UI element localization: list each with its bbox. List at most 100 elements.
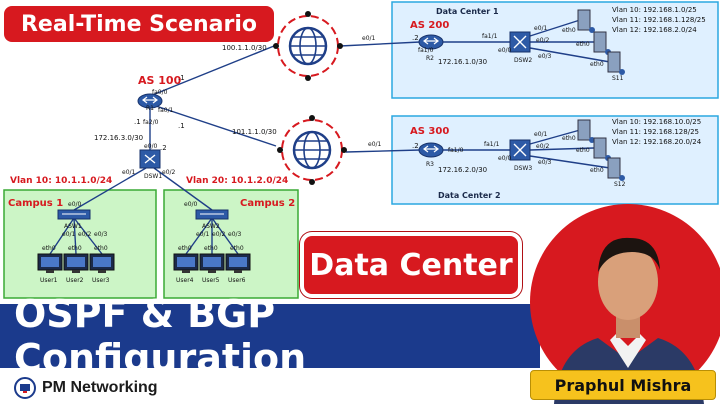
link-r1-internet1: [149, 45, 275, 97]
port-label: e0/2: [536, 143, 550, 150]
port-label: e0/2: [78, 231, 92, 238]
vlan-line: Vlan 10: 192.168.1.0/25: [612, 6, 697, 14]
port-label: e0/1: [122, 169, 136, 176]
link-dsw3-server3: [529, 155, 611, 169]
server-icon: [593, 31, 611, 55]
port-label: e0/3: [538, 159, 552, 166]
port-label: fa0/1: [158, 107, 174, 114]
campus2-title: Campus 2: [240, 198, 295, 209]
link-asw1-user1: [49, 217, 75, 255]
presenter-name-tag: Praphul Mishra: [530, 370, 716, 400]
port-label: e0/0: [498, 155, 512, 162]
vlan10-label: Vlan 10: 10.1.1.0/24: [10, 176, 112, 186]
multilayer-switch-icon: [139, 149, 161, 169]
port-label: e0/1: [196, 231, 210, 238]
host-octet: .2: [412, 142, 419, 150]
port-label: e0/0: [498, 47, 512, 54]
user-label: User2: [66, 277, 84, 284]
port-label: e0/2: [536, 37, 550, 44]
port-label: e0/3: [94, 231, 108, 238]
vlan20-label: Vlan 20: 10.1.2.0/24: [186, 176, 288, 186]
server-icon: [607, 157, 625, 181]
link-dsw3-server1: [529, 129, 581, 145]
brand-name: PM Networking: [42, 379, 158, 396]
brand[interactable]: PM Networking: [14, 376, 158, 400]
port-label: e0/1: [368, 141, 382, 148]
link-subnet-label: 172.16.1.0/30: [438, 58, 487, 66]
port-label: e0/3: [538, 53, 552, 60]
host-octet: .1: [178, 74, 185, 82]
nic-label: eth0: [204, 245, 218, 252]
nic-label: eth0: [230, 245, 244, 252]
port-label: fa0/0: [152, 89, 168, 96]
router-name: R1: [146, 105, 154, 112]
link-subnet-label: 101.1.1.0/30: [232, 128, 277, 136]
campus1-title: Campus 1: [8, 198, 63, 209]
port-label: e0/0: [184, 201, 198, 208]
port-label: e0/2: [162, 169, 176, 176]
dc2-as-label: AS 300: [410, 126, 449, 137]
switch-name: ASW2: [202, 223, 220, 230]
link-asw1-user3: [73, 217, 103, 255]
nic-label: eth0: [178, 245, 192, 252]
topic-banner: Data Center: [300, 232, 522, 298]
switch-name: DSW1: [144, 173, 162, 180]
user-label: User4: [176, 277, 194, 284]
server-icon: [577, 9, 595, 33]
router-icon: [418, 142, 444, 158]
link-asw2-user6: [211, 217, 239, 255]
router-name: R2: [426, 55, 434, 62]
port-label: e0/3: [228, 231, 242, 238]
port-label: e0/1: [534, 131, 548, 138]
links: [49, 19, 611, 255]
server-name: S11: [612, 75, 624, 82]
as100-label: AS 100: [138, 74, 182, 87]
access-switch-icon: [195, 209, 229, 220]
nic-label: eth0: [590, 167, 604, 174]
internet-globe-icon: [273, 11, 343, 81]
link-internet2-r3: [345, 149, 421, 153]
port-label: fa2/0: [143, 119, 159, 126]
nic-label: eth0: [94, 245, 108, 252]
link-internet1-r2: [339, 41, 421, 47]
vlan-line: Vlan 10: 192.168.10.0/25: [612, 118, 701, 126]
nic-label: eth0: [576, 147, 590, 154]
vlan-line: Vlan 12: 192.168.2.0/24: [612, 26, 697, 34]
internet-globe-icon: [277, 115, 347, 185]
link-dsw2-server1: [529, 19, 581, 37]
nic-label: eth0: [576, 41, 590, 48]
port-label: e0/1: [534, 25, 548, 32]
link-dsw3-server2: [529, 147, 595, 151]
campus-1-zone: [3, 189, 157, 299]
switch-name: DSW3: [514, 165, 532, 172]
user-label: User5: [202, 277, 220, 284]
port-label: fa1/0: [448, 147, 464, 154]
port-label: e0/1: [62, 231, 76, 238]
pc-icon: [173, 253, 199, 273]
vlan-line: Vlan 11: 192.168.128/25: [612, 128, 699, 136]
multilayer-switch-icon: [509, 31, 531, 53]
router-name: R3: [426, 161, 434, 168]
host-octet: .1: [134, 118, 141, 126]
pc-icon: [89, 253, 115, 273]
switch-name: ASW1: [64, 223, 82, 230]
switch-name: DSW2: [514, 57, 532, 64]
port-label: e0/0: [68, 201, 82, 208]
nic-label: eth0: [68, 245, 82, 252]
nic-label: eth0: [42, 245, 56, 252]
nic-label: eth0: [590, 61, 604, 68]
presenter-face: [598, 244, 658, 320]
nic-label: eth0: [562, 135, 576, 142]
user-label: User3: [92, 277, 110, 284]
pc-icon: [37, 253, 63, 273]
vlan-line: Vlan 11: 192.168.1.128/25: [612, 16, 706, 24]
presenter-shirt: [610, 334, 646, 368]
host-octet: .2: [160, 144, 167, 152]
link-subnet-label: 100.1.1.0/30: [222, 44, 267, 52]
pc-icon: [225, 253, 251, 273]
link-subnet-label: 172.16.3.0/30: [94, 134, 143, 142]
dc2-title: Data Center 2: [438, 191, 501, 200]
router-icon: [418, 34, 444, 50]
